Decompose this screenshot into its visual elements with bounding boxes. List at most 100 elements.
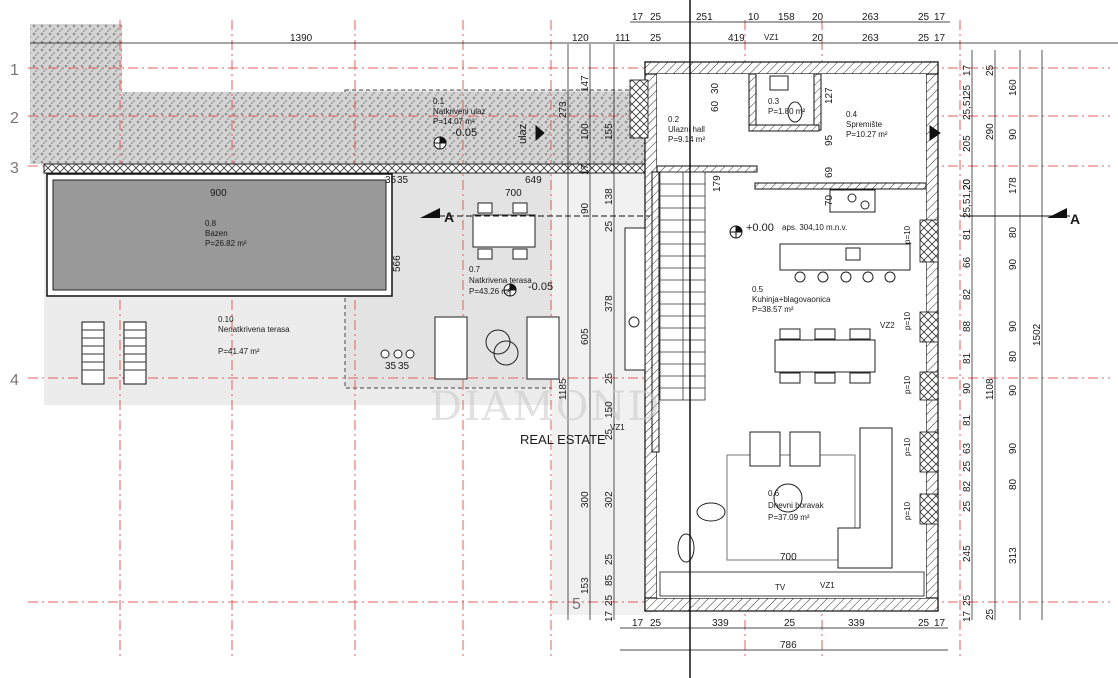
dim-right-b4: 178	[1008, 177, 1019, 194]
dim-left-14: 300	[580, 491, 591, 508]
dim-top-l1: 120	[572, 33, 589, 44]
dim-top-l4: 419	[728, 33, 745, 44]
dim-right-a9: 88	[962, 320, 973, 332]
room-area: P=37.09 m²	[768, 513, 810, 522]
dim-top-l7: 263	[862, 33, 879, 44]
dim-top-u3: 10	[748, 12, 760, 23]
gravel-zone-west	[30, 24, 122, 164]
dim-left-17: 85	[604, 574, 615, 586]
left-dimension-texts: 147 273 100 155 17 138 90 25 378 605 25 …	[558, 75, 615, 622]
room-name: Dnevni boravak	[768, 501, 825, 510]
dim-pool-depth: 566	[392, 255, 403, 272]
watermark-brand: DIAMOND	[430, 384, 662, 430]
dim-right-b8: 80	[1008, 350, 1019, 362]
wc-fixtures	[769, 75, 803, 123]
dim-right-b7: 90	[1008, 320, 1019, 332]
dim-right-a17: 245	[962, 545, 973, 562]
window-tag-2: p=10	[903, 311, 912, 330]
entrance-label: ulaz	[517, 124, 529, 144]
room-name: Natkrivena terasa	[469, 276, 532, 285]
window-tag-1: p=10	[903, 225, 912, 244]
dim-left-18: 153	[580, 577, 591, 594]
dim-top-u6: 263	[862, 12, 879, 23]
dim-left-11: 1185	[558, 378, 569, 400]
dim-bottom-1: 25	[650, 618, 662, 629]
dim-top-u0: 17	[632, 12, 644, 23]
level-main: +0.00	[746, 222, 774, 234]
window-tag-4: p=10	[903, 437, 912, 456]
dim-right-a16: 25	[962, 500, 973, 512]
dim-inner-1: 60	[710, 100, 721, 112]
room-area: P=14.07 m²	[433, 117, 475, 126]
room-area: P=41.47 m²	[218, 347, 260, 356]
dim-left-1: 273	[558, 101, 569, 118]
dim-left-0: 147	[580, 75, 591, 92]
room-0-2: 0.2 Ulazni hall P=9.14 m²	[668, 115, 705, 144]
dim-left-13: 25	[604, 428, 615, 440]
dim-top-u7: 25	[918, 12, 930, 23]
dim-terrace-overall: 649	[525, 175, 542, 186]
window-tag-5: p=10	[903, 501, 912, 520]
gravel-zone-entrance	[120, 92, 650, 164]
room-number: 0.10	[218, 315, 234, 324]
dim-living-width: 700	[780, 552, 797, 563]
room-number: 0.8	[205, 219, 217, 228]
window-tag-vz2: VZ2	[880, 321, 895, 330]
dim-left-8: 378	[604, 295, 615, 312]
watermark-sub: REAL ESTATE	[520, 432, 606, 447]
dim-inner-6: 95	[824, 134, 835, 146]
dim-right-a4: 20	[962, 178, 973, 190]
window-tag-vz1-west: VZ1	[610, 423, 625, 432]
room-name: Kuhinja+blagovaonica	[752, 295, 831, 304]
room-level: -0.05	[528, 281, 553, 293]
dim-left-12: 150	[604, 401, 615, 418]
room-number: 0.1	[433, 97, 445, 106]
dim-right-a19: 17	[962, 610, 973, 622]
dim-left-7: 25	[604, 220, 615, 232]
room-area: P=1.80 m²	[768, 107, 805, 116]
room-area: P=9.14 m²	[668, 135, 705, 144]
dim-top-u1: 25	[650, 12, 662, 23]
dim-left-5: 138	[604, 188, 615, 205]
dim-right-b11: 90	[1008, 442, 1019, 454]
dim-right-a14: 25	[962, 460, 973, 472]
dim-bottom-total: 786	[780, 640, 797, 651]
dim-bottom-2: 339	[712, 618, 729, 629]
dim-inner-7: 69	[824, 166, 835, 178]
room-name: Bazen	[205, 229, 228, 238]
dim-inner-5: 127	[824, 87, 835, 104]
room-number: 0.2	[668, 115, 680, 124]
dim-top-l2: 111	[615, 33, 631, 44]
dim-right-b13: 313	[1008, 547, 1019, 564]
dim-right-a18: 25	[962, 594, 973, 606]
dim-right-a5: 25,51,20	[962, 179, 973, 218]
room-number: 0.7	[469, 265, 481, 274]
dim-top-l9: 17	[934, 33, 946, 44]
level-main-note: aps. 304,10 m.n.v.	[782, 223, 847, 232]
room-number: 0.3	[768, 97, 780, 106]
dim-left-9: 605	[580, 328, 591, 345]
axis-label-1: 1	[10, 62, 19, 79]
dim-bottom-6: 17	[934, 618, 946, 629]
partitions	[651, 73, 927, 453]
dim-right-b1: 160	[1008, 79, 1019, 96]
section-marker-left	[420, 208, 440, 218]
axis-label-4: 4	[10, 372, 19, 389]
room-name: Ulazni hall	[668, 125, 705, 134]
room-0-6: 0.6 Dnevni boravak P=37.09 m²	[768, 489, 825, 522]
dim-inner-2: 30	[710, 82, 721, 94]
dim-inner-0: 179	[712, 175, 723, 192]
room-0-10: 0.10 Nenatkrivena terasa P=41.47 m²	[218, 315, 290, 356]
dim-right-b2: 290	[985, 123, 996, 140]
dim-right-a13: 63	[962, 442, 973, 454]
room-area: P=38.57 m²	[752, 305, 794, 314]
room-level: -0.05	[452, 127, 477, 139]
room-0-3: 0.3 P=1.80 m²	[768, 97, 805, 116]
room-0-5: 0.5 Kuhinja+blagovaonica P=38.57 m²	[752, 285, 831, 314]
dim-right-a0: 17	[962, 64, 973, 76]
dimension-lines	[30, 0, 1118, 678]
dim-left-20: 17	[604, 610, 615, 622]
living-furniture	[659, 427, 925, 597]
dim-left-16: 25	[604, 553, 615, 565]
